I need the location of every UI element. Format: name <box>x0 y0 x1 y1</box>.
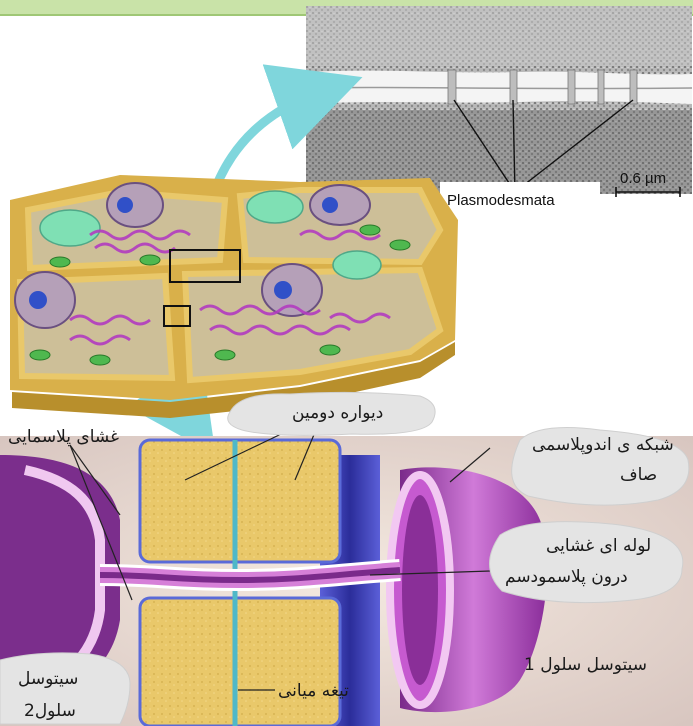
smooth-er-label-line2: صاف <box>620 464 657 487</box>
cytosol2-label-line2: سلول2 <box>24 700 76 723</box>
cytosol2-label-line1: سیتوسل <box>18 668 78 691</box>
plasmodesmata-label: Plasmodesmata <box>447 192 555 209</box>
tube-label-line1: لوله ای غشایی <box>546 535 651 558</box>
cytosol1-label: سیتوسل سلول 1 <box>524 654 647 677</box>
plant-cells-illustration <box>10 175 458 418</box>
scale-bar-label: 0.6 µm <box>620 170 666 187</box>
tube-label-line2: درون پلاسمودسم <box>505 566 628 589</box>
plasma-membrane-label: غشای پلاسمایی <box>8 426 119 449</box>
middle-lamella-label: تیغه میانی <box>278 680 349 703</box>
smooth-er-label-line1: شبکه ی اندوپلاسمی <box>532 434 674 457</box>
secondary-wall-label: دیواره دومین <box>292 402 383 425</box>
